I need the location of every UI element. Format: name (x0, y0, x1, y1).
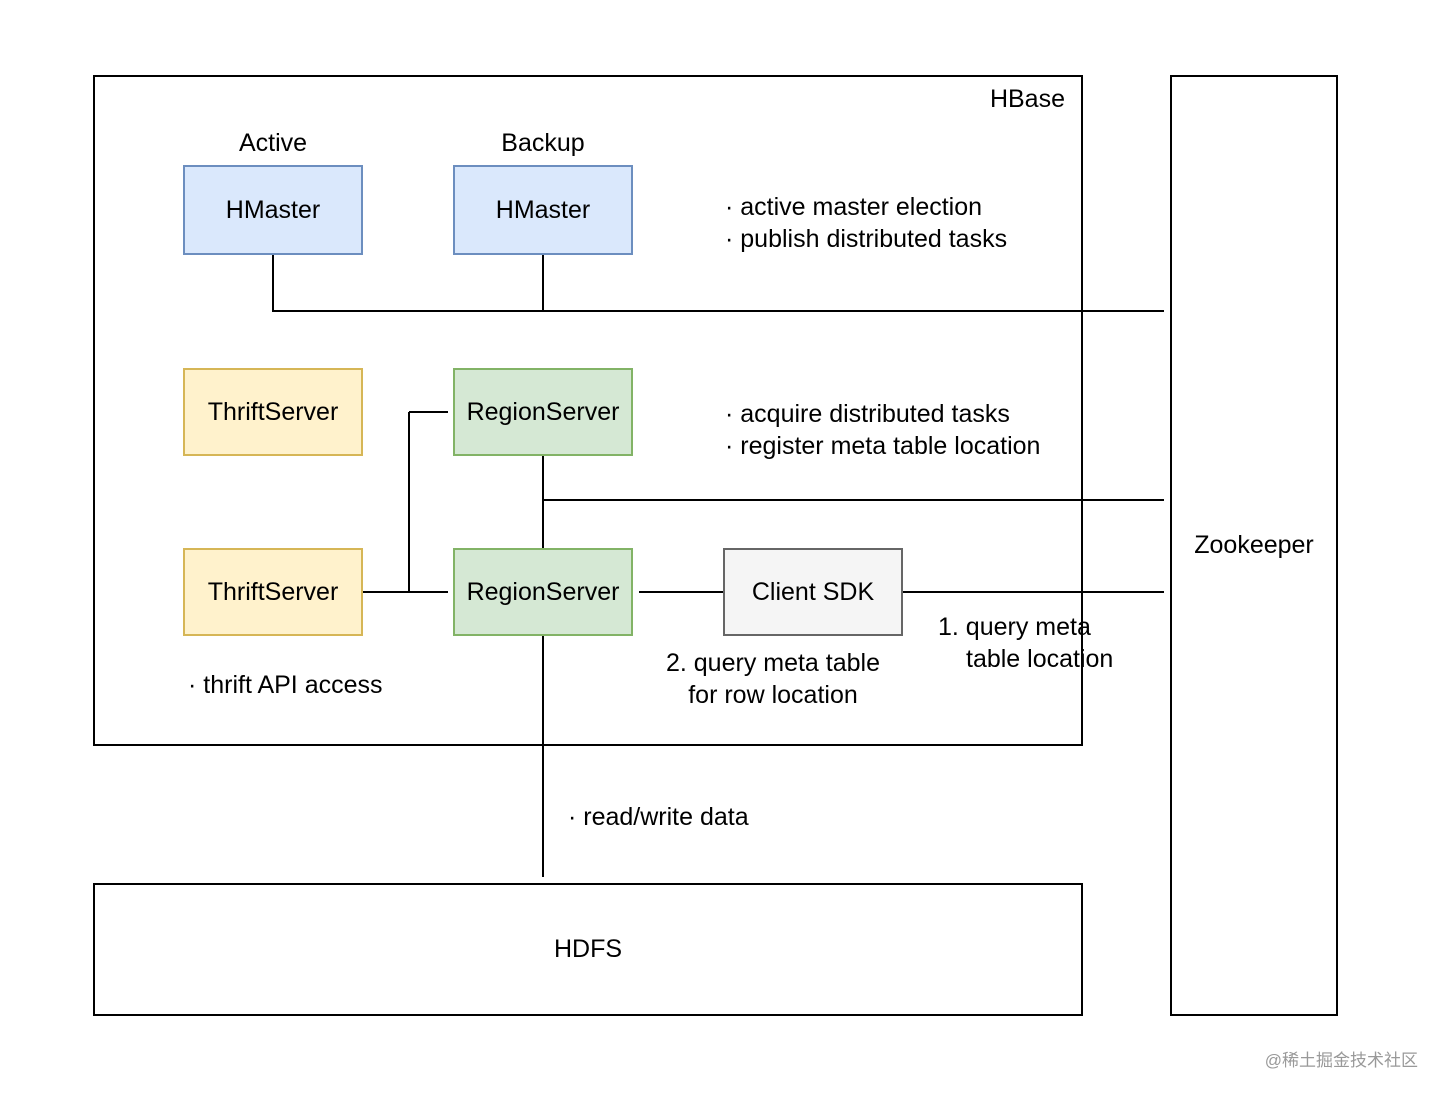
thrift-server-bottom-label: ThriftServer (207, 577, 339, 606)
hmaster-active-label: HMaster (225, 195, 321, 224)
thrift-api-note: · thrift API access (188, 671, 383, 699)
query-meta-location-note: 1. query meta table location (938, 611, 1113, 675)
hbase-frame: HBase (93, 75, 1083, 746)
master-tasks-line1: · active master election (725, 193, 983, 221)
query-meta-row-line2: for row location (688, 681, 858, 709)
hdfs-box: HDFS (93, 883, 1083, 1016)
query-meta-row-note: 2. query meta table for row location (658, 647, 888, 711)
query-meta-row-line1: 2. query meta table (665, 649, 880, 677)
zookeeper-label: Zookeeper (1194, 531, 1314, 559)
watermark-text: @稀土掘金技术社区 (1264, 1051, 1418, 1070)
hmaster-active-node: HMaster (183, 165, 363, 255)
thrift-server-top-node: ThriftServer (183, 368, 363, 456)
read-write-note: · read/write data (568, 803, 749, 831)
region-tasks-line1: · acquire distributed tasks (725, 400, 1010, 428)
master-tasks-line2: · publish distributed tasks (725, 225, 1008, 253)
hmaster-backup-label: HMaster (495, 195, 591, 224)
thrift-server-bottom-node: ThriftServer (183, 548, 363, 636)
zookeeper-box: Zookeeper (1170, 75, 1338, 1016)
hbase-frame-label: HBase (989, 85, 1065, 113)
hmaster-backup-caption: Backup (501, 129, 585, 157)
region-tasks-line2: · register meta table location (725, 432, 1041, 460)
hmaster-active-caption: Active (238, 129, 308, 157)
region-server-bottom-node: RegionServer (453, 548, 633, 636)
query-meta-location-line1: 1. query meta (938, 613, 1091, 641)
region-server-top-label: RegionServer (466, 397, 620, 426)
master-tasks-note: · active master election · publish distr… (725, 191, 1007, 255)
query-meta-location-line2: table location (966, 645, 1114, 673)
region-server-top-node: RegionServer (453, 368, 633, 456)
client-sdk-label: Client SDK (751, 577, 875, 606)
region-tasks-note: · acquire distributed tasks · register m… (725, 398, 1040, 462)
hmaster-backup-node: HMaster (453, 165, 633, 255)
hdfs-label: HDFS (553, 935, 623, 963)
client-sdk-node: Client SDK (723, 548, 903, 636)
region-server-bottom-label: RegionServer (466, 577, 620, 606)
thrift-server-top-label: ThriftServer (207, 397, 339, 426)
